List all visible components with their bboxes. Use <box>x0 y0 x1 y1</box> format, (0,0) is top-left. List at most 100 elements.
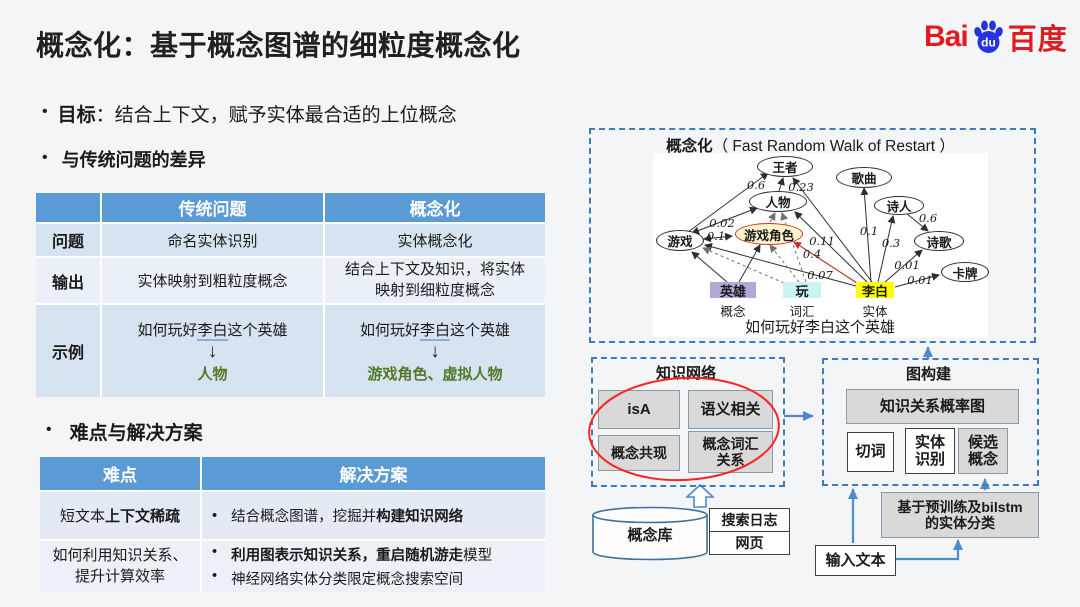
example-answer: 游戏角色、虚拟人物 <box>367 365 503 383</box>
prob-graph-box: 知识关系概率图 <box>846 389 1019 424</box>
table-header-cell: 传统问题 <box>102 193 323 222</box>
edge-weight: 0.1 <box>706 229 726 243</box>
edge-weight: 0.01 <box>907 273 933 287</box>
goal-text: ：结合上下文，赋予实体最合适的上位概念 <box>95 105 457 126</box>
graph-node-wan: 玩 <box>783 282 821 299</box>
cell-line: 结合上下文及知识，将实体 <box>344 261 525 279</box>
edge-weight: 0.6 <box>746 178 766 192</box>
bullet-dot: • <box>212 568 218 584</box>
arrow-input-to-classifier <box>895 539 963 561</box>
table-cell: 短文本上下文稀疏 <box>40 492 200 539</box>
table-cell: • 利用图表示知识关系，重启随机游走模型 • 神经网络实体分类限定概念搜索空间 <box>202 541 545 592</box>
step-box-ner: 实体 识别 <box>905 428 955 474</box>
graph-node-kapai: 卡牌 <box>941 262 989 282</box>
challenge-title: 难点与解决方案 <box>69 423 203 444</box>
graph-caption: 如何玩好李白这个英雄 <box>744 319 895 336</box>
graph-panel <box>589 128 1036 343</box>
table-cell: 如何利用知识关系、 提升计算效率 <box>40 541 200 592</box>
block-arrow-up-icon <box>684 483 716 508</box>
table-cell: • 结合概念图谱，挖掘并构建知识网络 <box>202 492 545 539</box>
logo-text-du: du <box>981 36 996 50</box>
relation-box-isa: isA <box>598 390 680 429</box>
example-arrow: ↓ <box>207 340 218 362</box>
challenge-table: 难点 解决方案 短文本上下文稀疏 • 结合概念图谱，挖掘并构建知识网络 如何利用… <box>40 457 545 592</box>
cell-line: 如何利用知识关系、 <box>52 547 188 565</box>
edge-weight: 0.23 <box>788 180 814 194</box>
edge-weight: 0.02 <box>709 216 735 230</box>
table-cell: 命名实体识别 <box>102 224 323 256</box>
step-box-cut: 切词 <box>847 432 894 472</box>
box-line: 基于预训练及bilstm <box>897 498 1023 515</box>
baidu-logo: Bai du 百度 <box>924 16 1068 58</box>
goal-bullet: • 目标：结合上下文，赋予实体最合适的上位概念 <box>42 100 457 127</box>
graph-node-renwu: 人物 <box>749 191 807 212</box>
example-question: 如何玩好李白这个英雄 <box>359 321 511 341</box>
knowledge-network-title: 知识网络 <box>655 365 716 382</box>
graph-node-gequ: 歌曲 <box>836 167 892 188</box>
compare-table: 传统问题 概念化 问题 命名实体识别 实体概念化 输出 实体映射到粗粒度概念 结… <box>36 193 545 397</box>
table-cell: 如何玩好李白这个英雄 ↓ 人物 <box>102 305 323 397</box>
logo-text-cn: 百度 <box>1007 24 1068 56</box>
box-line: 概念 <box>967 451 998 468</box>
table-cell: 实体概念化 <box>325 224 545 256</box>
challenge-bullet: • 难点与解决方案 <box>46 418 203 445</box>
relation-box-semantic: 语义相关 <box>688 390 773 429</box>
row-label: 示例 <box>36 305 100 397</box>
box-line: 关系 <box>716 452 745 468</box>
edge-weight: 0.6 <box>918 211 938 225</box>
classifier-box: 基于预训练及bilstm 的实体分类 <box>881 492 1039 538</box>
node-type-label-entity: 实体 <box>862 305 888 319</box>
table-cell: 结合上下文及知识，将实体 映射到细粒度概念 <box>325 258 545 303</box>
bullet-dot: • <box>46 421 52 438</box>
graph-node-yingxiong: 英雄 <box>710 282 756 299</box>
table-header-cell: 解决方案 <box>202 457 545 490</box>
row-label: 问题 <box>36 224 100 256</box>
table-header-cell <box>36 193 100 222</box>
box-line: 候选 <box>967 433 998 451</box>
solution-line: • 神经网络实体分类限定概念搜索空间 <box>212 568 464 588</box>
row-label: 输出 <box>36 258 100 303</box>
edge-weight: 0.3 <box>881 236 901 250</box>
graph-build-title: 图构建 <box>905 366 951 383</box>
diff-bullet: • 与传统问题的差异 <box>42 146 206 172</box>
table-header-cell: 难点 <box>40 457 200 490</box>
edge-weight: 0.4 <box>802 247 822 261</box>
step-box-candidate: 候选 概念 <box>958 428 1008 474</box>
source-box-web: 网页 <box>709 531 790 555</box>
edge-weight: 0.01 <box>894 258 920 272</box>
box-line: 实体 <box>914 433 945 451</box>
goal-label: 目标 <box>57 105 96 126</box>
node-type-label-concept: 概念 <box>720 305 746 319</box>
bullet-dot: • <box>212 507 218 524</box>
edge-weight: 0.11 <box>809 234 835 248</box>
entity-underlined: 李白 <box>419 321 450 341</box>
bullet-dot: • <box>42 149 48 166</box>
graph-node-shiren: 诗人 <box>874 196 924 215</box>
graph-node-youxijuese: 游戏角色 <box>735 223 803 245</box>
baidu-paw-icon: du <box>973 20 1003 53</box>
graph-node-youxi: 游戏 <box>656 230 704 251</box>
box-line: 的实体分类 <box>925 515 995 531</box>
relation-box-cooccur: 概念共现 <box>598 435 680 471</box>
table-cell: 如何玩好李白这个英雄 ↓ 游戏角色、虚拟人物 <box>325 305 545 397</box>
cell-line: 提升计算效率 <box>74 567 165 585</box>
box-line: 识别 <box>914 451 945 468</box>
solution-line: • 利用图表示知识关系，重启随机游走模型 <box>212 544 493 564</box>
diff-title: 与传统问题的差异 <box>61 150 206 170</box>
logo-text-bai: Bai <box>924 20 969 53</box>
graph-node-libai: 李白 <box>856 282 894 299</box>
entity-underlined: 李白 <box>197 321 228 341</box>
graph-node-shige: 诗歌 <box>914 231 964 251</box>
source-box-log: 搜索日志 <box>709 508 790 532</box>
edge-weight: 0.07 <box>807 268 833 282</box>
example-answer: 人物 <box>197 365 228 383</box>
input-text-box: 输入文本 <box>815 545 896 576</box>
cell-line: 映射到细粒度概念 <box>374 281 495 299</box>
box-line: 概念词汇 <box>702 435 759 452</box>
bullet-dot: • <box>212 544 218 560</box>
graph-title: 概念化（ Fast Random Walk of Restart ） <box>666 138 955 155</box>
table-cell: 实体映射到粗粒度概念 <box>102 258 323 303</box>
page-title: 概念化：基于概念图谱的细粒度概念化 <box>36 30 521 61</box>
edge-weight: 0.1 <box>859 224 879 238</box>
